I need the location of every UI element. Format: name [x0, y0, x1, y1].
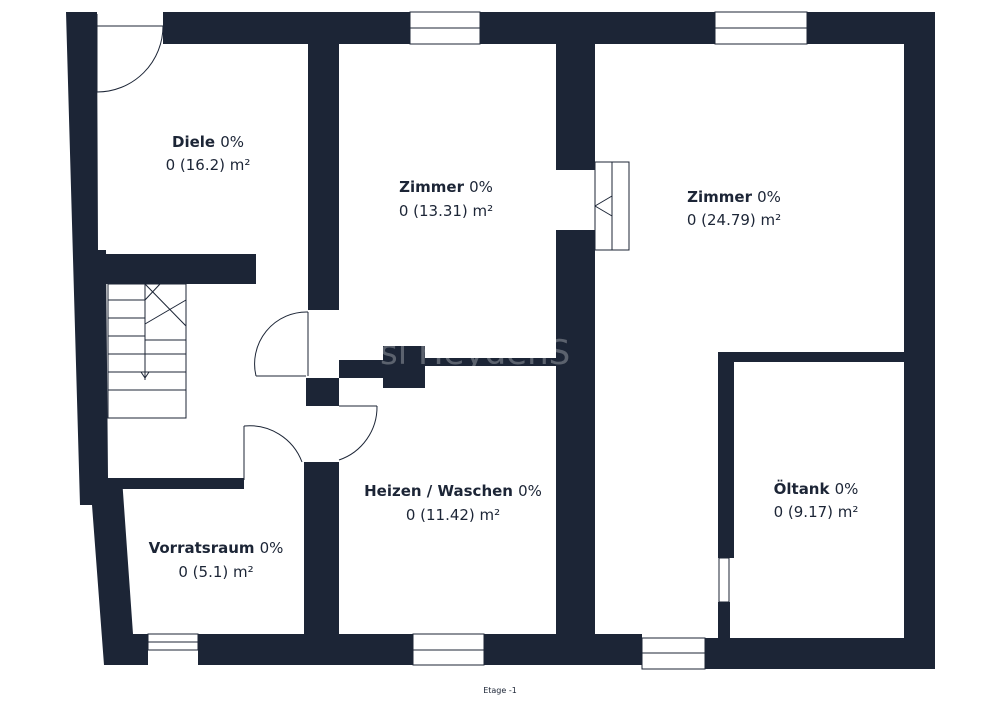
- wall-corridor-block-1: [339, 360, 383, 378]
- wall-heizen-left: [304, 462, 339, 665]
- wall-top-middle: [480, 12, 715, 44]
- room-percent: 0%: [518, 482, 542, 500]
- floor-label: Etage -1: [483, 686, 517, 695]
- room-zimmer-1: Zimmer 0% 0 (13.31) m²: [399, 177, 493, 220]
- wall-corridor-left-pillar: [306, 378, 339, 406]
- wall-corridor-block-3: [425, 358, 556, 366]
- room-name: Heizen / Waschen: [364, 482, 513, 500]
- room-heizen-waschen: Heizen / Waschen 0% 0 (11.42) m²: [364, 481, 542, 524]
- room-percent: 0%: [220, 133, 244, 151]
- svg-text:Vorratsraum 0%: Vorratsraum 0%: [149, 538, 284, 557]
- wall-stair-top: [98, 254, 256, 284]
- room-zimmer-2: Zimmer 0% 0 (24.79) m²: [687, 187, 781, 229]
- room-percent: 0%: [835, 480, 859, 498]
- room-name: Diele: [172, 133, 215, 151]
- wall-oeltank-left-bottom: [718, 602, 730, 642]
- door-vorrat: [243, 425, 303, 480]
- wall-bottom-c: [705, 638, 935, 669]
- door-entry: [96, 14, 164, 93]
- wall-vorrat-top: [110, 478, 244, 489]
- stair-outline: [107, 283, 187, 419]
- wall-oeltank-left: [718, 352, 734, 558]
- room-name: Vorratsraum: [149, 539, 255, 557]
- room-name: Zimmer: [687, 188, 752, 206]
- watermark: sl HeydenS: [380, 333, 570, 373]
- room-percent: 0%: [469, 178, 493, 196]
- room-area: 0 (11.42) m²: [406, 506, 500, 524]
- svg-text:Heizen / Waschen 0%: Heizen / Waschen 0%: [364, 481, 542, 500]
- outer-walls: [66, 12, 935, 669]
- wall-left: [66, 12, 148, 665]
- svg-text:Zimmer 0%: Zimmer 0%: [399, 177, 493, 196]
- window-oeltank-side: [718, 557, 730, 603]
- staircase: [107, 283, 187, 419]
- svg-text:Diele 0%: Diele 0%: [172, 132, 244, 151]
- room-diele: Diele 0% 0 (16.2) m²: [166, 132, 251, 174]
- wall-right: [904, 12, 935, 669]
- room-name: Öltank: [774, 479, 831, 498]
- room-oeltank: Öltank 0% 0 (9.17) m²: [774, 479, 859, 521]
- interior-walls: [98, 12, 904, 665]
- room-area: 0 (13.31) m²: [399, 202, 493, 220]
- wall-central-lower: [556, 230, 595, 665]
- svg-text:Öltank 0%: Öltank 0%: [774, 479, 859, 498]
- svg-text:Zimmer 0%: Zimmer 0%: [687, 187, 781, 206]
- room-area: 0 (16.2) m²: [166, 156, 251, 174]
- room-percent: 0%: [260, 539, 284, 557]
- wall-top-left: [163, 12, 410, 44]
- door-zimmer-2: [594, 161, 630, 251]
- room-percent: 0%: [757, 188, 781, 206]
- room-name: Zimmer: [399, 178, 464, 196]
- room-area: 0 (5.1) m²: [178, 563, 253, 581]
- door-heizen: [338, 405, 378, 461]
- windows: [147, 11, 808, 670]
- wall-diele-zimmer: [308, 12, 339, 310]
- wall-oeltank-top: [722, 352, 904, 362]
- room-area: 0 (24.79) m²: [687, 211, 781, 229]
- wall-corridor-block-2: [383, 346, 425, 388]
- room-vorratsraum: Vorratsraum 0% 0 (5.1) m²: [149, 538, 284, 581]
- room-area: 0 (9.17) m²: [774, 503, 859, 521]
- door-zimmer-1: [254, 311, 309, 377]
- wall-zimmer-zimmer-upper: [556, 12, 595, 170]
- doors: [96, 14, 630, 480]
